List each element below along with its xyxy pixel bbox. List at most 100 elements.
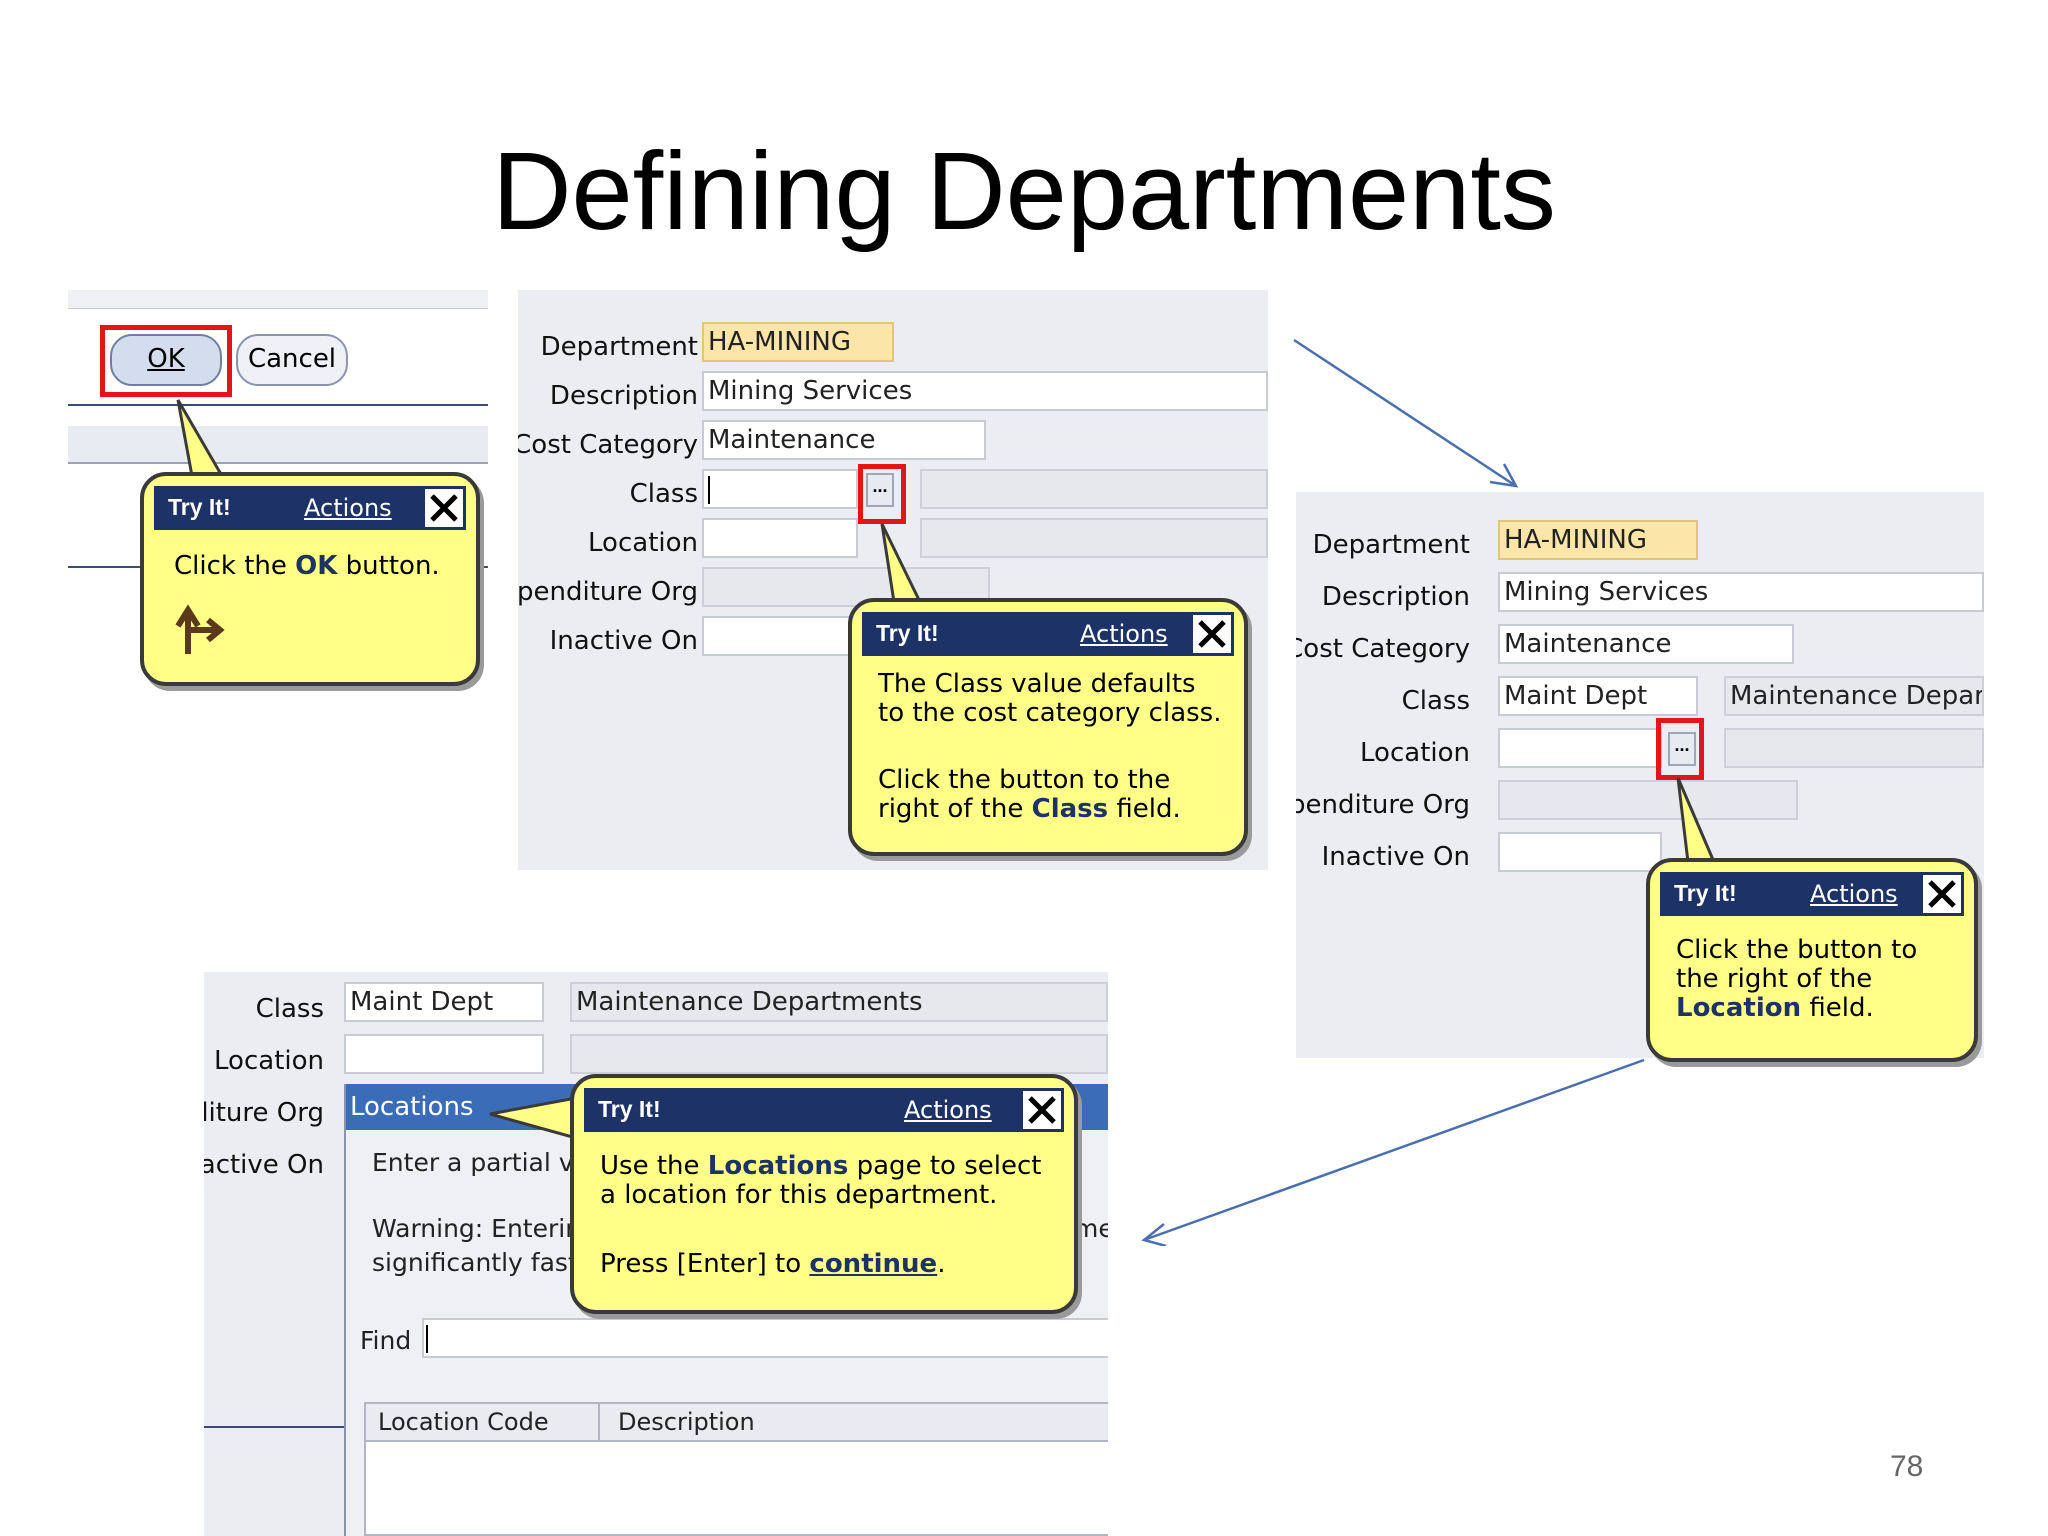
continue-link[interactable]: continue xyxy=(809,1249,938,1279)
label-cost-category: Cost Category xyxy=(1296,634,1470,664)
try-it-label: Try It! xyxy=(168,494,231,520)
locations-title: Locations xyxy=(350,1092,474,1122)
location-description-field xyxy=(570,1034,1108,1074)
hint-header: Try It! Actions xyxy=(584,1088,1064,1132)
cost-category-field[interactable]: Maintenance xyxy=(702,420,986,460)
class-description-field: Maintenance Departments xyxy=(1724,676,1984,716)
department-field[interactable]: HA-MINING xyxy=(1498,520,1698,560)
label-department: Department xyxy=(540,332,698,362)
panel-top-strip xyxy=(68,290,488,309)
hint-bubble-ok: Try It! Actions Click the OK button. xyxy=(140,472,480,686)
class-lov-highlight xyxy=(858,464,906,524)
hint-text-pre: Press [Enter] to xyxy=(600,1249,810,1279)
find-input[interactable] xyxy=(422,1318,1108,1358)
enter-partial-text: Enter a partial va xyxy=(372,1148,589,1177)
hint-text-bold: Location xyxy=(1676,993,1802,1023)
hint-text: Click the OK button. xyxy=(174,552,456,581)
hint-bubble-locations: Try It! Actions Use the Locations page t… xyxy=(570,1074,1078,1314)
class-lov-button[interactable]: ... xyxy=(866,473,894,507)
hint-header: Try It! Actions xyxy=(862,612,1234,656)
label-inactive-on: Inactive On xyxy=(549,626,698,656)
col-location-code[interactable]: Location Code xyxy=(378,1408,549,1436)
location-description-field xyxy=(1724,728,1984,768)
panel-divider xyxy=(68,404,488,406)
label-expenditure-org: Expenditure Org xyxy=(1296,790,1470,820)
cost-category-field[interactable]: Maintenance xyxy=(1498,624,1794,664)
location-field[interactable] xyxy=(344,1034,544,1074)
expenditure-org-field[interactable] xyxy=(1498,780,1798,820)
inactive-on-field[interactable] xyxy=(702,616,858,656)
label-expenditure-org: Expenditure Org xyxy=(518,577,698,607)
label-location: Location xyxy=(1360,738,1470,768)
close-icon[interactable] xyxy=(1020,1088,1064,1132)
col-description[interactable]: Description xyxy=(618,1408,755,1436)
actions-link[interactable]: Actions xyxy=(1810,880,1898,908)
page-number: 78 xyxy=(1890,1450,1924,1483)
warning-text-2: significantly faste xyxy=(372,1248,594,1277)
label-cost-category: Cost Category xyxy=(518,430,698,460)
hint-text-bold: Class xyxy=(1031,794,1109,824)
label-class: Class xyxy=(255,994,324,1024)
ok-button[interactable]: OK xyxy=(110,334,222,386)
location-lov-button[interactable]: ... xyxy=(1668,732,1696,766)
actions-link[interactable]: Actions xyxy=(304,494,392,522)
close-icon[interactable] xyxy=(422,486,466,530)
class-field[interactable]: Maint Dept xyxy=(1498,676,1698,716)
actions-link[interactable]: Actions xyxy=(904,1096,992,1124)
label-inactive-on: Inactive On xyxy=(204,1150,324,1180)
label-expenditure-org: Expenditure Org xyxy=(204,1098,324,1128)
location-field[interactable] xyxy=(1498,728,1662,768)
find-label: Find xyxy=(360,1326,412,1355)
hint-text-pre: Use the xyxy=(600,1151,708,1181)
location-field[interactable] xyxy=(702,518,858,558)
ok-highlight xyxy=(100,325,232,397)
label-location: Location xyxy=(214,1046,324,1076)
inactive-on-field[interactable] xyxy=(1498,832,1662,872)
hint-header: Try It! Actions xyxy=(154,486,466,530)
continue-arrow-icon[interactable] xyxy=(174,600,234,660)
description-field[interactable]: Mining Services xyxy=(1498,572,1984,612)
hint-text-post: . xyxy=(937,1249,946,1279)
warning-text-1: Warning: Enterin xyxy=(372,1214,582,1243)
try-it-label: Try It! xyxy=(876,620,939,646)
label-inactive-on: Inactive On xyxy=(1321,842,1470,872)
class-field[interactable] xyxy=(702,469,858,509)
column-divider xyxy=(598,1404,600,1440)
flow-arrow-2 xyxy=(1141,1058,1645,1246)
panel-band xyxy=(68,426,488,464)
location-lov-highlight xyxy=(1656,718,1704,780)
class-field[interactable]: Maint Dept xyxy=(344,982,544,1022)
hint-text-pre: Click the xyxy=(174,551,296,581)
hint-text-post: field. xyxy=(1801,993,1874,1023)
actions-link[interactable]: Actions xyxy=(1080,620,1168,648)
description-field[interactable]: Mining Services xyxy=(702,371,1268,411)
hint-text-post: button. xyxy=(337,551,440,581)
department-field[interactable]: HA-MINING xyxy=(702,322,894,362)
label-location: Location xyxy=(588,528,698,558)
hint-text-pre: Click the button to the right of the xyxy=(1676,935,1918,994)
try-it-label: Try It! xyxy=(1674,880,1737,906)
hint-text-post: field. xyxy=(1108,794,1181,824)
close-icon[interactable] xyxy=(1920,872,1964,916)
slide-title: Defining Departments xyxy=(492,130,1556,253)
class-description-field: Maintenance Departments xyxy=(570,982,1108,1022)
label-description: Description xyxy=(1321,582,1470,612)
label-department: Department xyxy=(1312,530,1470,560)
hint-text-pre: Click the button to the right of the xyxy=(878,765,1171,824)
table-header: Location Code Description xyxy=(366,1404,1108,1442)
class-description-field xyxy=(920,469,1268,509)
location-description-field xyxy=(920,518,1268,558)
label-class: Class xyxy=(1401,686,1470,716)
label-class: Class xyxy=(629,479,698,509)
flow-arrow-1 xyxy=(1293,338,1519,488)
cancel-button[interactable]: Cancel xyxy=(236,334,348,386)
hint-text: Click the button to the right of the Loc… xyxy=(1676,936,1954,1023)
label-description: Description xyxy=(549,381,698,411)
hint-bubble-location: Try It! Actions Click the button to the … xyxy=(1646,858,1978,1062)
panel-bottom-line xyxy=(204,1426,344,1428)
hint-text-1: Use the Locations page to select a locat… xyxy=(600,1152,1054,1210)
hint-text-bold: OK xyxy=(295,551,338,581)
hint-bubble-class: Try It! Actions The Class value defaults… xyxy=(848,598,1248,856)
close-icon[interactable] xyxy=(1190,612,1234,656)
hint-text-post: page to select a location for this depar… xyxy=(600,1151,1042,1210)
